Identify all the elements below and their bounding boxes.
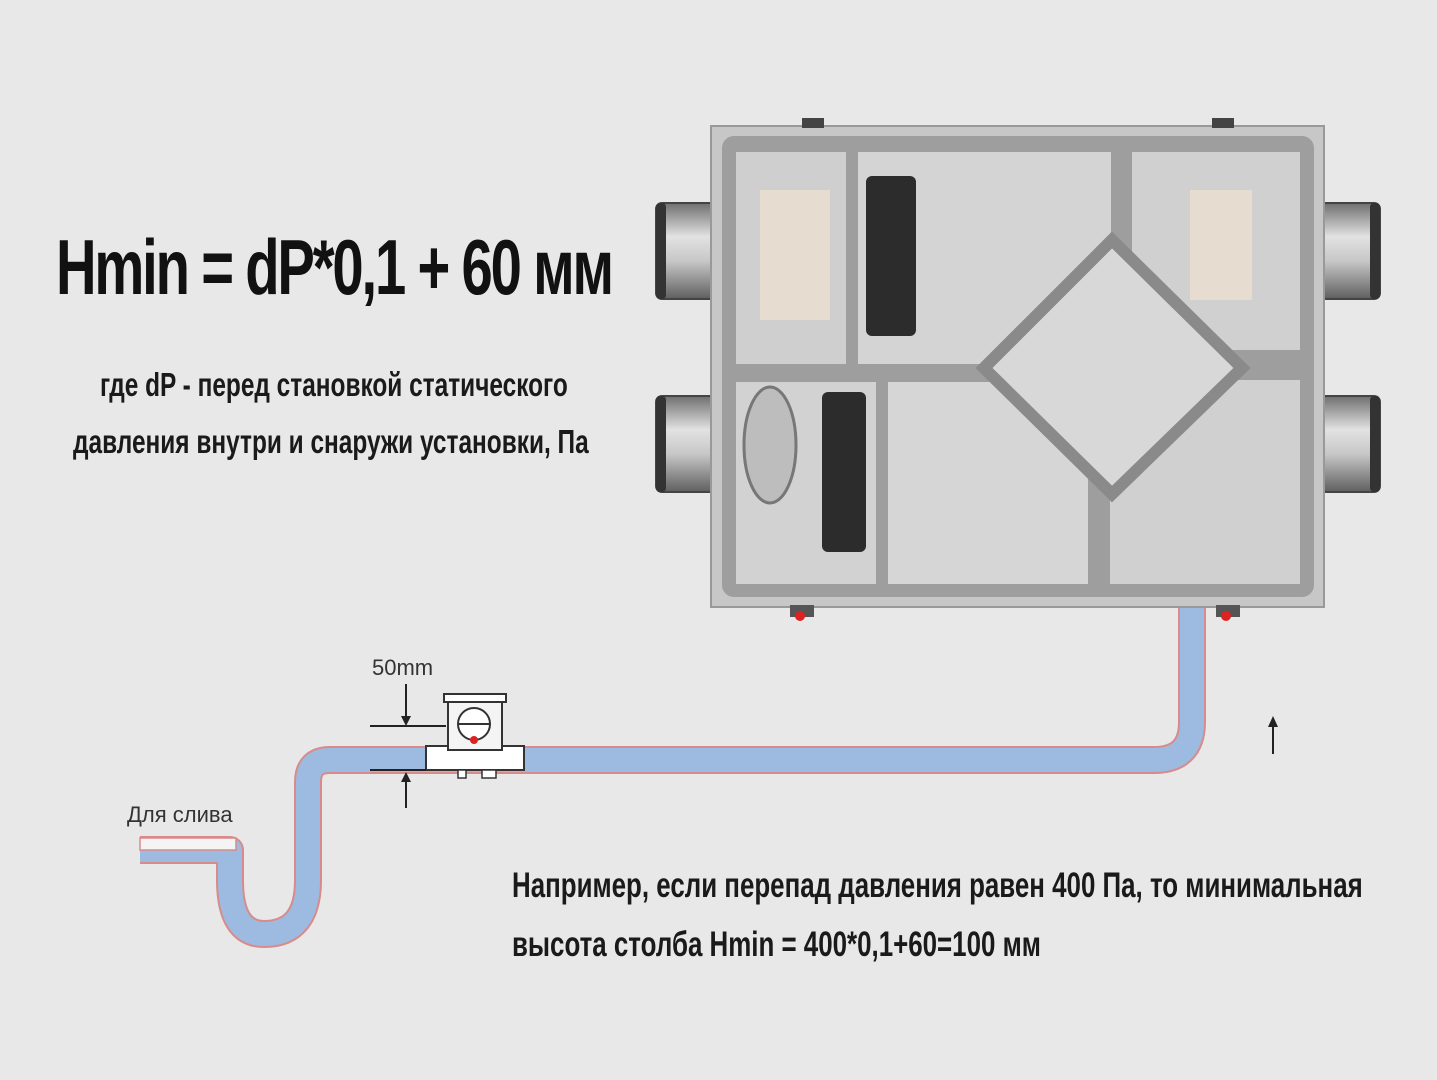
fan-lower-icon — [822, 392, 866, 552]
left-duct-lower — [655, 395, 717, 493]
drain-outlet-right — [1221, 611, 1231, 621]
example-line2: высота столба Hmin = 400*0,1+60=100 мм — [512, 925, 1041, 964]
right-duct-lower — [1319, 395, 1381, 493]
left-duct-upper — [655, 202, 717, 300]
siphon-trap — [425, 693, 525, 779]
formula-description-line1: где dP - перед становкой статического — [100, 366, 568, 403]
filter-left — [760, 190, 830, 320]
formula: Hmin = dP*0,1 + 60 мм — [56, 223, 614, 311]
filter-right — [1190, 190, 1252, 300]
formula-description-line2: давления внутри и снаружи установки, Па — [73, 423, 589, 460]
recuperator-unit — [710, 118, 1325, 621]
bypass-opening — [742, 385, 798, 505]
up-arrow-icon — [1268, 716, 1278, 754]
right-duct-upper — [1319, 202, 1381, 300]
drain-label: Для слива — [127, 802, 233, 827]
heat-exchanger — [975, 231, 1251, 503]
dimension-marker — [370, 684, 446, 808]
fan-upper-icon — [866, 176, 916, 336]
example-line1: Например, если перепад давления равен 40… — [512, 866, 1363, 905]
drain-outlet-left — [795, 611, 805, 621]
dimension-label: 50mm — [372, 655, 433, 680]
